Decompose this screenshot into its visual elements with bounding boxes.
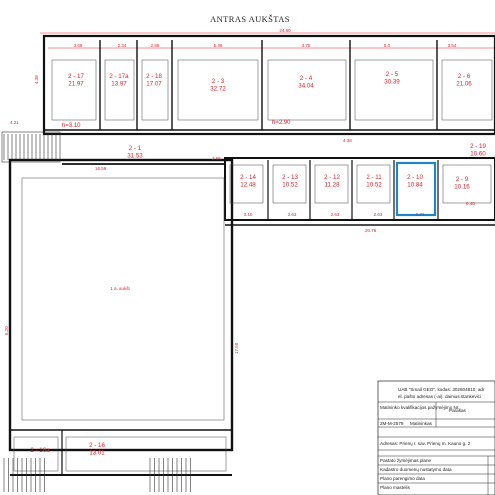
col-signature: Parašas bbox=[449, 408, 467, 413]
dim-misc: 0.40 bbox=[466, 201, 475, 206]
dim-left-height: 8.20 bbox=[4, 326, 9, 335]
room-id: 2 - 3 bbox=[212, 78, 225, 85]
dim-corridor: 16.59 bbox=[95, 166, 107, 171]
room-area: 32.72 bbox=[210, 86, 226, 93]
title-block-row: Plano parengimo data bbox=[380, 476, 425, 481]
room-id: 2 - 14 bbox=[240, 174, 256, 181]
title-block-row: Kadastro duomenų nustatymo data bbox=[380, 467, 452, 472]
room-area: 10.60 bbox=[470, 151, 486, 158]
room-area: 31.53 bbox=[127, 153, 143, 160]
room-id: 2 - 11 bbox=[366, 174, 382, 181]
room-area: 21.06 bbox=[456, 81, 472, 88]
dim-top-segment: 3.68 bbox=[74, 43, 83, 48]
top-dimension: 24.60 3.68 2.34 2.85 5.46 3.75 5.0 3.54 bbox=[40, 28, 495, 49]
room-id: 2 - 19 bbox=[470, 143, 486, 150]
wing-dimensions: 3.10 2.63 2.63 2.63 2.71 bbox=[244, 212, 425, 217]
dim-wing-segment: 2.63 bbox=[331, 212, 340, 217]
room-area: 11.28 bbox=[324, 182, 340, 189]
room-area: 10.84 bbox=[407, 182, 423, 189]
cert-number: 2M-M-2579 bbox=[380, 421, 404, 426]
room-area: 34.04 bbox=[298, 83, 314, 90]
stairs bbox=[1, 131, 191, 492]
room-area: 10.52 bbox=[282, 182, 298, 189]
dim-wing-segment: 2.71 bbox=[416, 212, 425, 217]
plan-title: ANTRAS AUKŠTAS bbox=[210, 14, 290, 24]
room-id: 2 - 5 bbox=[386, 71, 399, 78]
dim-top-segment: 5.0 bbox=[384, 43, 391, 48]
room-area: 10.16 bbox=[454, 184, 470, 191]
title-block-row: Pastato žymėjimas plane bbox=[380, 458, 432, 463]
dim-misc: 4.38 bbox=[343, 138, 352, 143]
dim-wing-segment: 2.63 bbox=[288, 212, 297, 217]
dim-misc: 4.21 bbox=[10, 120, 19, 125]
room-area: 21.97 bbox=[68, 81, 84, 88]
object-address: Adresas: Prienų r. sav. Prienų m. Kauno … bbox=[380, 441, 471, 446]
room-id: 2 - 17 bbox=[68, 73, 84, 80]
building-walls bbox=[8, 34, 495, 476]
col-qualification: Matininko kvalifikacijos pažymėjimo Nr. bbox=[380, 405, 459, 410]
dim-top-total: 24.60 bbox=[279, 28, 291, 33]
room-id: 2 - 18 bbox=[146, 73, 162, 80]
dim-top-segment: 2.85 bbox=[151, 43, 160, 48]
dim-top-segment: 3.75 bbox=[302, 43, 311, 48]
company-line: UAB "Smail GEO", kodas: 302604810, adr bbox=[398, 387, 485, 392]
room-id: 2 - 1 bbox=[129, 145, 142, 152]
dim-wing-segment: 2.63 bbox=[374, 212, 383, 217]
title-block: UAB "Smail GEO", kodas: 302604810, adr e… bbox=[377, 380, 495, 495]
room-area: 30.39 bbox=[384, 79, 400, 86]
room-area: 10.52 bbox=[366, 182, 382, 189]
room-area: 13.97 bbox=[111, 81, 127, 88]
room-id: 2 - 13 bbox=[282, 174, 298, 181]
dim-top-segment: 5.46 bbox=[214, 43, 223, 48]
height-label-2: h=2.90 bbox=[272, 120, 291, 126]
room-id: 2 - 9 bbox=[456, 176, 469, 183]
misc-dimensions: 4.38 2.65 16.59 20.76 4.21 0.40 8.20 17.… bbox=[4, 75, 475, 354]
room-id: 2 - 10 bbox=[407, 174, 423, 181]
hall-label: 1 a. aukšt bbox=[110, 286, 130, 291]
dim-misc: 4.38 bbox=[34, 75, 39, 84]
room-id: 2 - 16a bbox=[30, 447, 50, 454]
room-id: 2 - 4 bbox=[300, 75, 313, 82]
room-id: 2 - 17a bbox=[109, 73, 129, 80]
height-label-1: h=3.10 bbox=[62, 123, 81, 129]
room-id: 2 - 16 bbox=[89, 442, 105, 449]
dim-top-segment: 2.34 bbox=[118, 43, 127, 48]
highlighted-room-2-10 bbox=[395, 161, 437, 217]
room-area: 13.01 bbox=[89, 450, 105, 457]
dim-wing-segment: 3.10 bbox=[244, 212, 253, 217]
room-id: 2 - 6 bbox=[458, 73, 471, 80]
room-area: 12.48 bbox=[240, 182, 256, 189]
dim-wing-total: 20.76 bbox=[365, 228, 377, 233]
role: Matininkas bbox=[410, 421, 433, 426]
dim-top-segment: 3.54 bbox=[448, 43, 457, 48]
room-area: 17.07 bbox=[146, 81, 162, 88]
interior-detail bbox=[13, 59, 493, 472]
dim-right-height: 17.50 bbox=[234, 342, 239, 354]
email-line: el. pašto adresas (-ai): dainius.stankev… bbox=[398, 394, 481, 399]
title-block-row: Plano mastelis bbox=[380, 485, 411, 490]
room-id: 2 - 12 bbox=[324, 174, 340, 181]
dim-misc: 2.65 bbox=[212, 156, 221, 161]
